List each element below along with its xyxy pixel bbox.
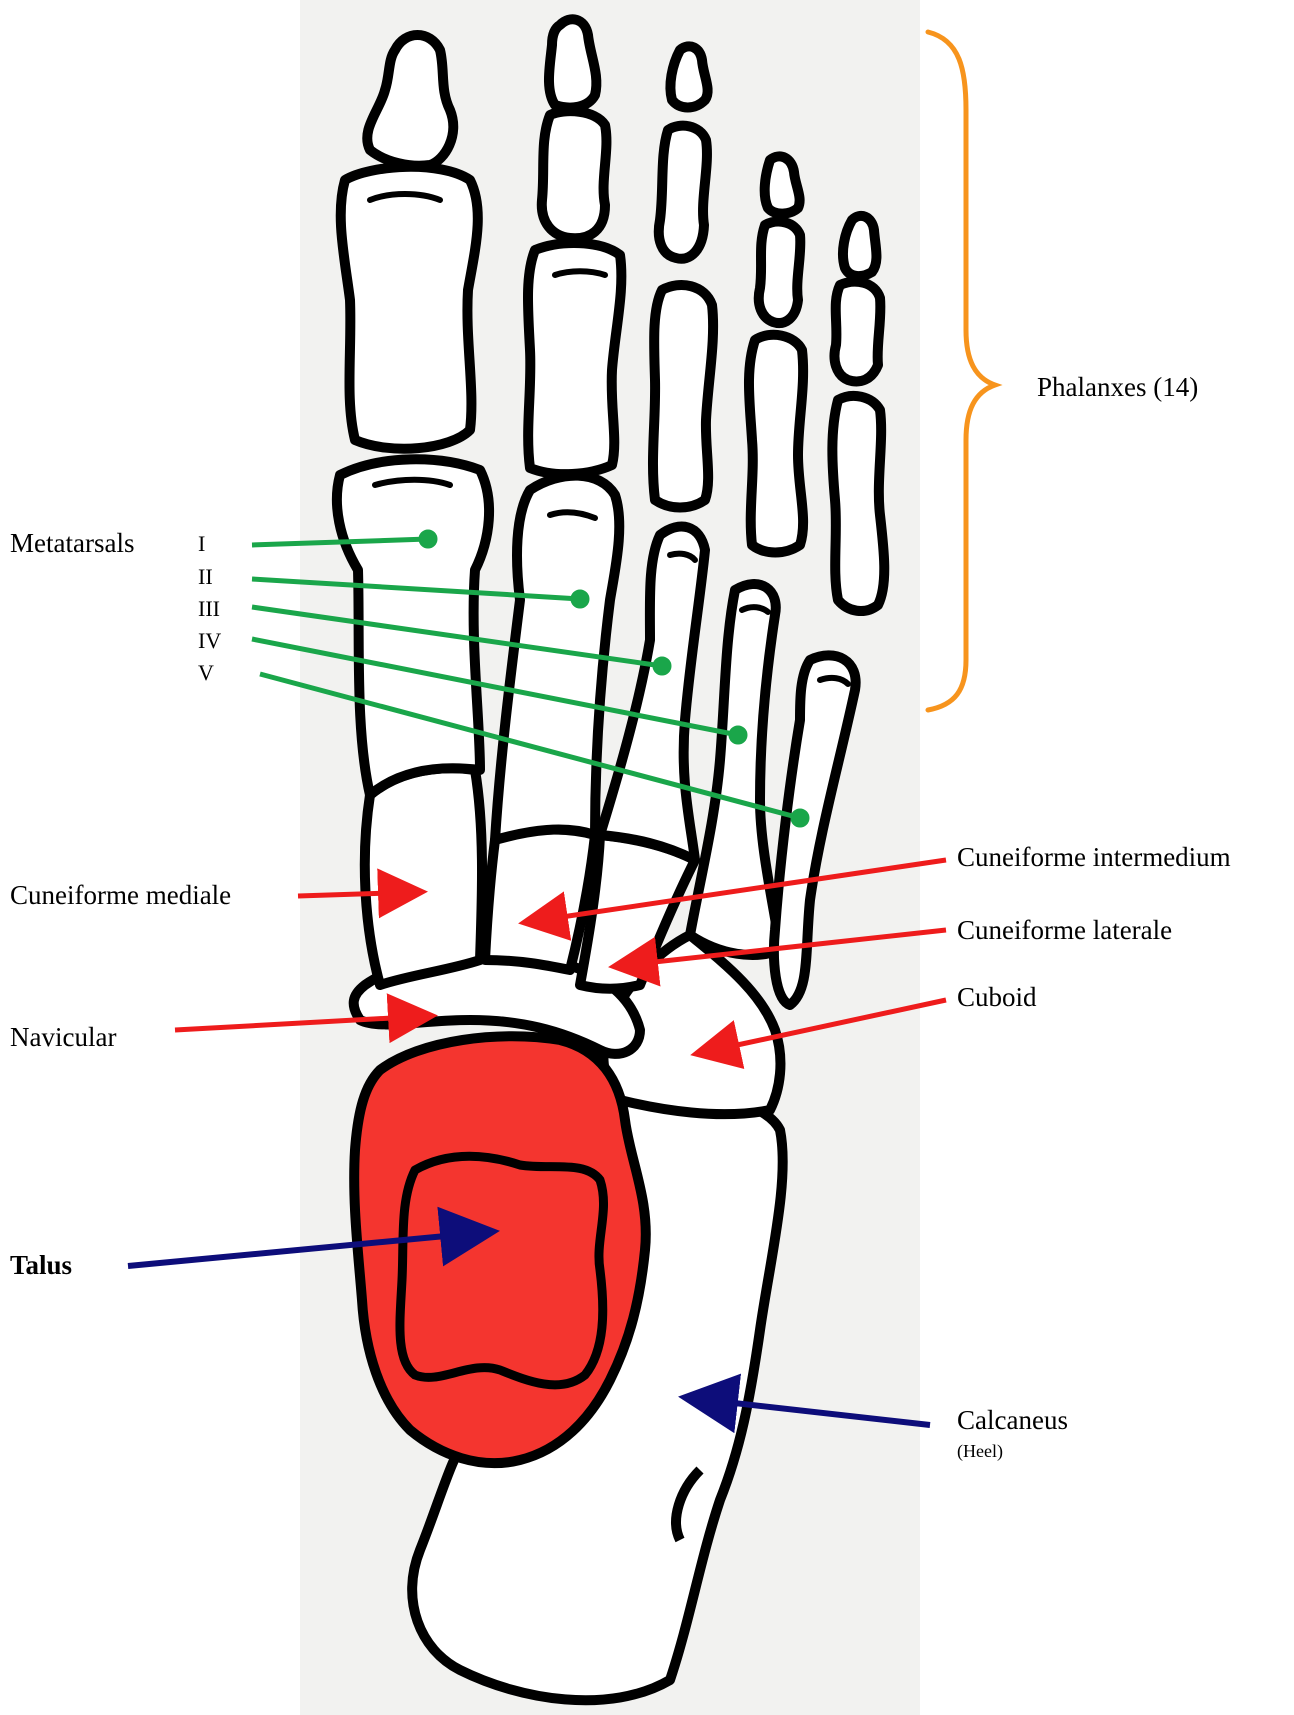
toe3-distal-phalanx <box>670 46 707 107</box>
leader-mt3-dot <box>655 659 669 673</box>
label-numeral-v: V <box>198 660 214 686</box>
label-numeral-i: I <box>198 531 205 557</box>
label-numeral-ii: II <box>198 564 213 590</box>
talus-head <box>400 1156 604 1385</box>
label-phalanxes: Phalanxes (14) <box>1037 372 1198 402</box>
label-navicular: Navicular <box>10 1022 116 1052</box>
label-cuneiforme-intermedium: Cuneiforme intermedium <box>957 842 1231 872</box>
label-numeral-iii: III <box>198 596 220 622</box>
toe2-proximal-phalanx <box>528 243 621 474</box>
label-cuboid: Cuboid <box>957 982 1037 1012</box>
toe4-distal-phalanx <box>765 156 800 213</box>
toe1-proximal-phalanx <box>341 167 478 449</box>
toe2-distal-phalanx <box>549 19 596 107</box>
toe4-middle-phalanx <box>759 222 801 323</box>
toe4-proximal-phalanx <box>749 335 803 553</box>
label-calcaneus: Calcaneus <box>957 1405 1068 1435</box>
cuneiforme-mediale-bone <box>365 768 482 985</box>
leader-mt2-dot <box>573 592 587 606</box>
toe3-middle-phalanx <box>659 126 707 259</box>
label-talus: Talus <box>10 1250 72 1280</box>
phalanx-brace <box>928 32 995 710</box>
toe5-proximal-phalanx <box>832 396 884 611</box>
cuneiforme-intermedium-bone <box>485 830 595 970</box>
toe3-proximal-phalanx <box>653 285 713 508</box>
label-cuneiforme-mediale: Cuneiforme mediale <box>10 880 231 910</box>
toe5-distal-phalanx <box>843 216 876 276</box>
toe2-middle-phalanx <box>542 111 607 238</box>
leader-mt5-dot <box>793 811 807 825</box>
label-cuneiforme-laterale: Cuneiforme laterale <box>957 915 1172 945</box>
label-numeral-iv: IV <box>198 628 221 654</box>
leader-mt4-dot <box>731 728 745 742</box>
metatarsal-1 <box>337 459 489 795</box>
label-calcaneus-note: (Heel) <box>957 1440 1003 1462</box>
leader-mt1-dot <box>421 532 435 546</box>
toe5-middle-phalanx <box>835 282 881 382</box>
label-metatarsals: Metatarsals <box>10 528 134 558</box>
